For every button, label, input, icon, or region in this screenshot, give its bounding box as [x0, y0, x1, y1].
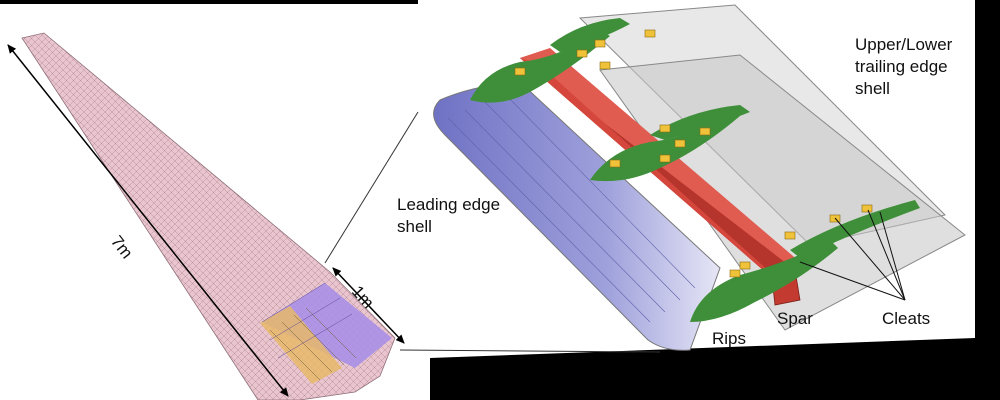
exploded-section-figure — [433, 4, 966, 351]
cleats-leader-lines — [799, 209, 906, 301]
cleats-label: Cleats — [882, 309, 931, 328]
black-band-bottom — [430, 338, 975, 400]
spar-label: Spar — [777, 309, 813, 328]
rib-4 — [650, 105, 750, 140]
rib-5 — [690, 240, 838, 322]
black-band-top — [0, 0, 418, 4]
black-band-right — [975, 0, 1000, 400]
root-section-purple — [262, 283, 392, 368]
zoom-line-top — [324, 111, 419, 264]
rib-6 — [790, 200, 920, 258]
cleats-group — [514, 29, 873, 278]
spar-front — [520, 58, 790, 290]
leading-edge-shell-label: Leading edge shell — [397, 195, 501, 236]
width-arrow — [332, 267, 405, 344]
trailing-edge-shell-label: Upper/Lower trailing edge shell — [855, 35, 953, 98]
length-arrow — [7, 44, 289, 397]
blade-mesh-figure — [21, 32, 396, 400]
rib-1 — [470, 30, 610, 103]
leading-edge-shell — [433, 81, 721, 351]
zoom-line-bottom — [399, 349, 661, 353]
rips-label: Rips — [712, 329, 747, 348]
rib-2 — [550, 18, 630, 52]
